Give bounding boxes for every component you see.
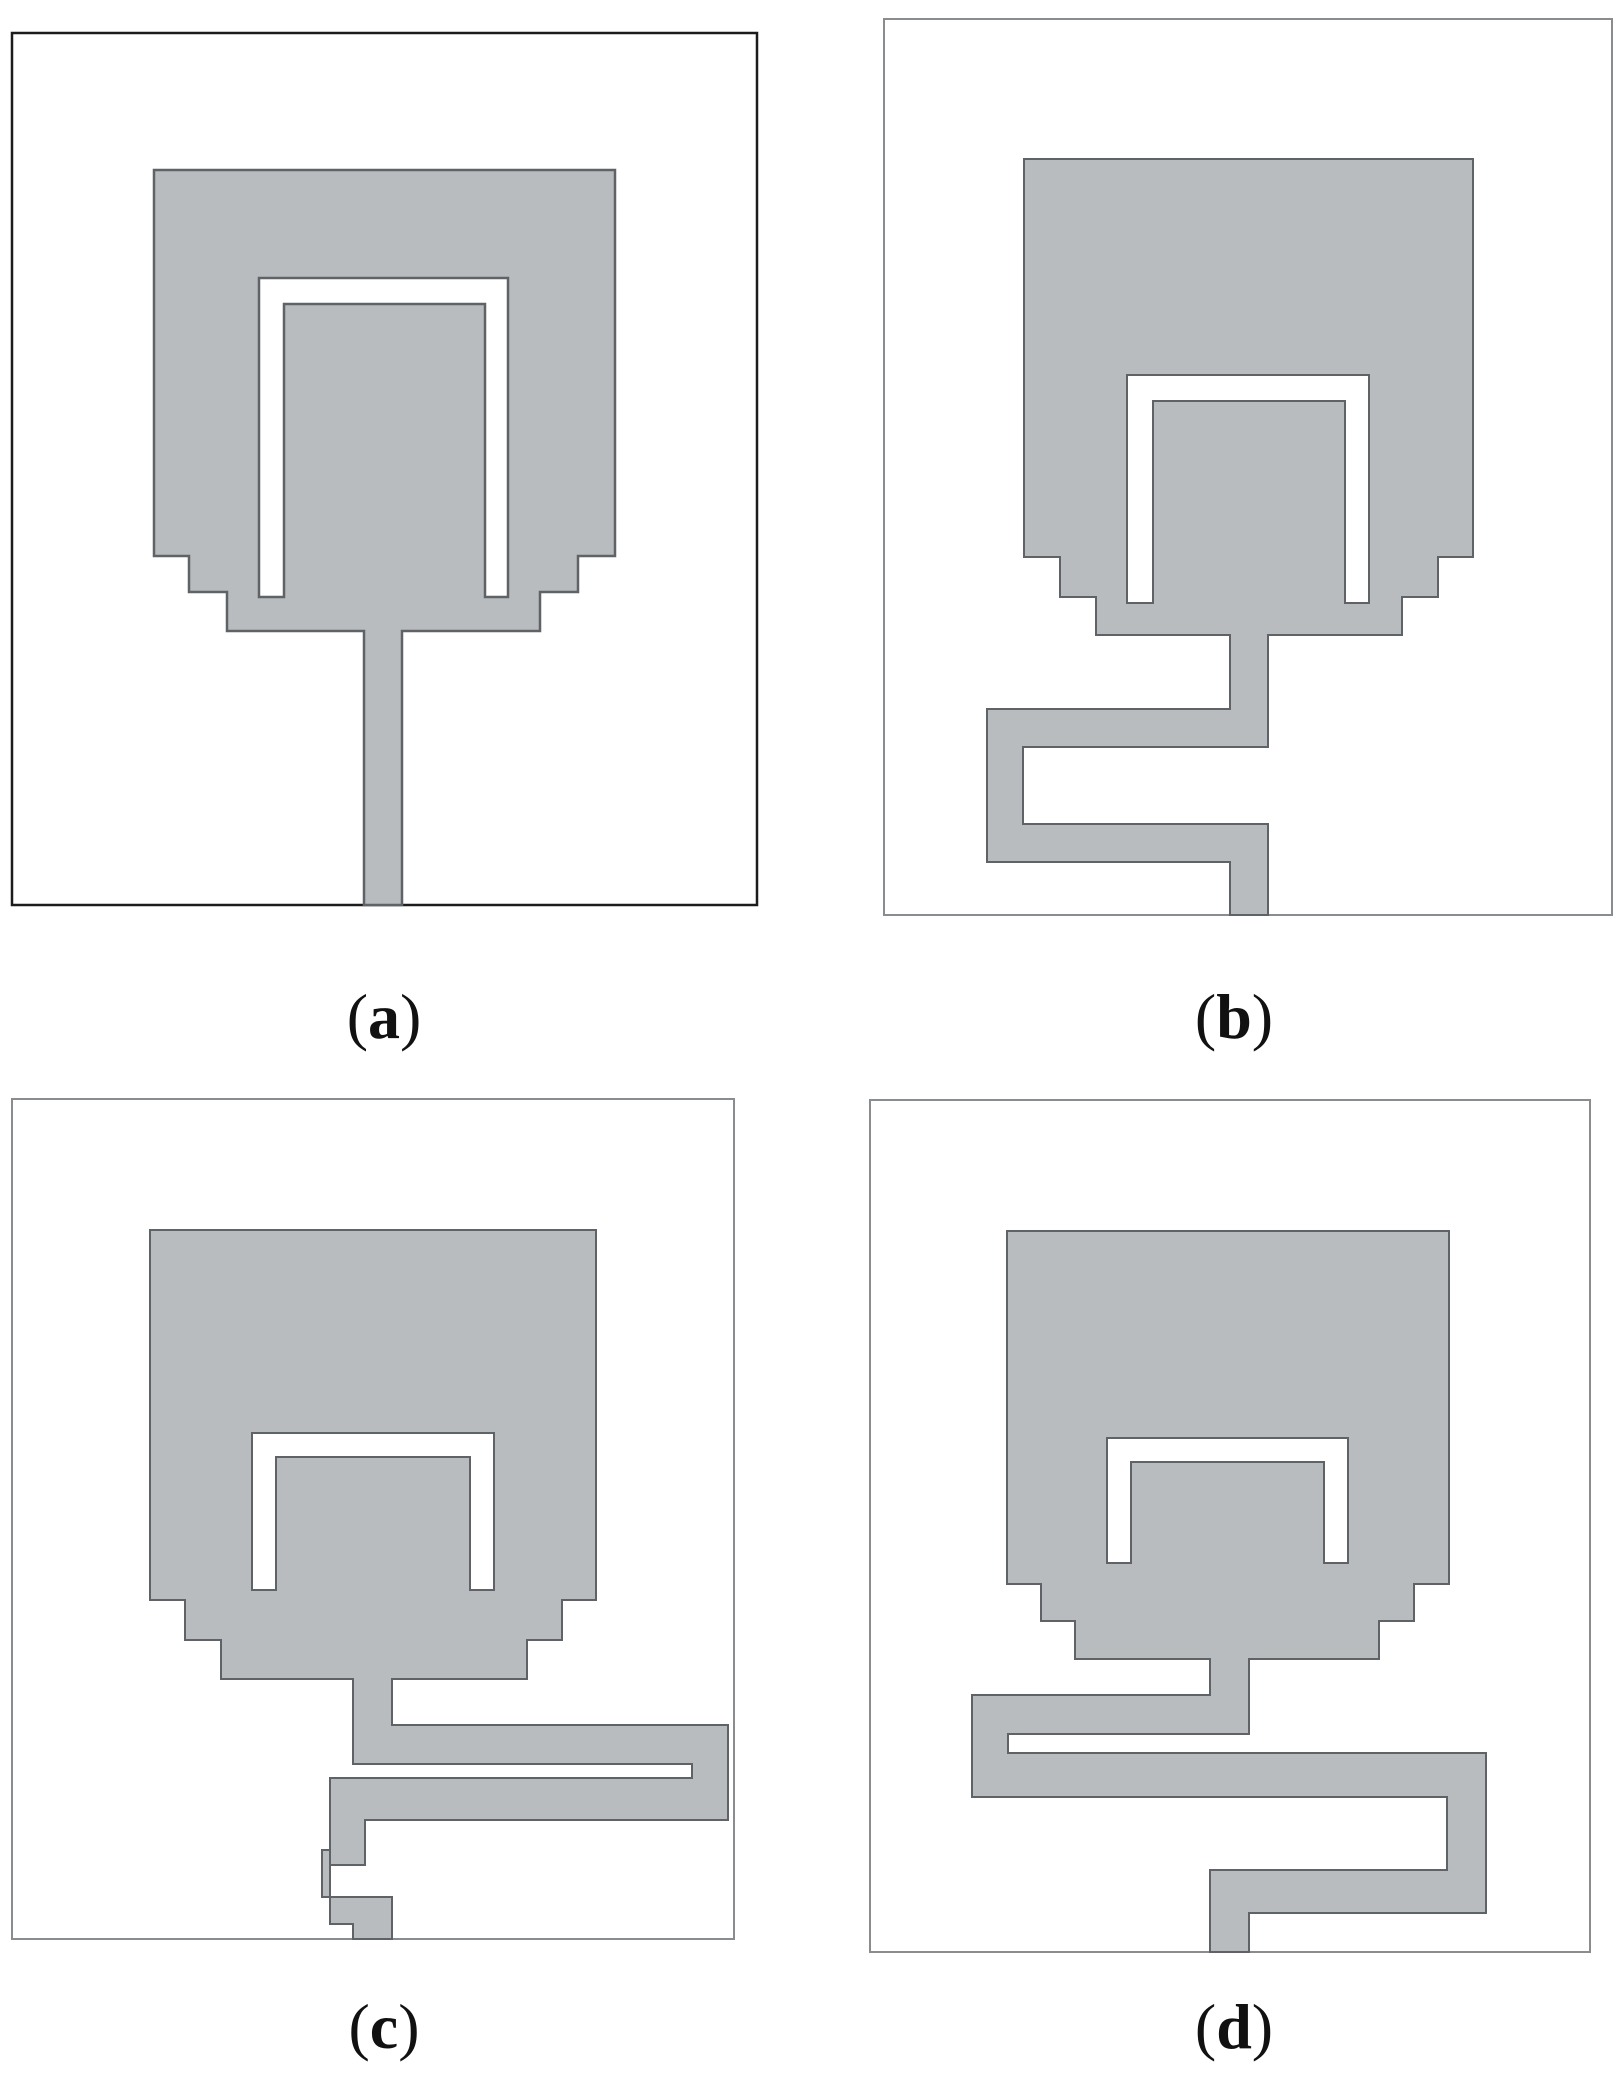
patch-body-b	[986, 158, 1474, 916]
caption-c-letter: c	[369, 1991, 399, 2062]
caption-a-letter: a	[368, 981, 400, 1052]
caption-c: (c)	[348, 1991, 420, 2062]
panel-a	[10, 31, 759, 907]
patch-body-d	[971, 1230, 1487, 1953]
caption-a: (a)	[346, 981, 422, 1052]
u-slot-c	[251, 1432, 495, 1591]
caption-d: (d)	[1194, 1991, 1274, 2062]
patch-body-c	[149, 1229, 729, 1940]
caption-b-letter: b	[1216, 981, 1252, 1052]
caption-b: (b)	[1194, 981, 1274, 1052]
u-slot-a	[257, 276, 510, 599]
u-slot-b	[1126, 374, 1370, 604]
u-slot-d	[1106, 1437, 1349, 1564]
panel-b	[883, 18, 1613, 916]
panel-c	[11, 1098, 735, 1940]
caption-d-letter: d	[1216, 1991, 1252, 2062]
panel-d	[869, 1099, 1591, 1953]
